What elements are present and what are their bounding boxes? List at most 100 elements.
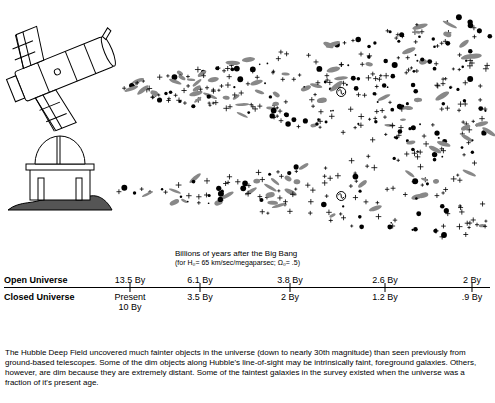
star (325, 194, 329, 198)
galaxy-dot (216, 186, 221, 191)
star (354, 171, 357, 174)
time-value: 1.2 By (372, 292, 398, 302)
star (223, 105, 229, 111)
star (406, 56, 410, 60)
galaxy-dot (358, 215, 362, 219)
star (260, 209, 265, 214)
star (278, 109, 283, 114)
star (440, 41, 444, 45)
galaxy-ellipse (403, 106, 413, 111)
galaxy-ellipse (298, 162, 309, 171)
star (404, 71, 408, 75)
spiral-galaxy (337, 88, 346, 97)
star (335, 173, 341, 179)
galaxy-dot (441, 232, 447, 238)
star (298, 73, 301, 76)
galaxy-ellipse (178, 74, 187, 81)
galaxy-ellipse (207, 76, 219, 83)
star (212, 102, 215, 105)
galaxy-dot (208, 202, 210, 204)
star (122, 86, 126, 90)
ground-observatory (8, 136, 112, 210)
star (365, 164, 369, 168)
time-value: 13.5 By (115, 275, 146, 285)
star (294, 188, 297, 191)
galaxy-dot (413, 89, 418, 94)
galaxy-dot (392, 62, 398, 68)
galaxy-dot (218, 197, 223, 202)
galaxy-ellipse (187, 78, 195, 81)
galaxy-dot (387, 225, 392, 230)
caption: The Hubble Deep Field uncovered much fai… (5, 348, 483, 388)
star (441, 191, 444, 194)
star (252, 106, 258, 112)
galaxy-dot (463, 99, 466, 102)
star (308, 199, 313, 204)
galaxy-dot (284, 113, 288, 117)
star (379, 74, 382, 77)
star (458, 101, 464, 107)
star (186, 84, 190, 88)
galaxy-dot (377, 101, 379, 103)
galaxy-dot (247, 111, 250, 114)
galaxy-ellipse (265, 191, 275, 198)
star (227, 74, 232, 79)
star (220, 84, 224, 88)
star (116, 189, 121, 194)
star (341, 215, 346, 220)
time-value: 2 By (281, 292, 299, 302)
star (284, 100, 288, 104)
star (323, 174, 327, 178)
star (390, 123, 396, 129)
galaxy-dot (351, 76, 356, 81)
galaxy-ellipse (284, 174, 293, 182)
spiral-arm (338, 194, 344, 199)
star (483, 66, 489, 72)
star (140, 187, 144, 191)
star (441, 77, 445, 81)
galaxy-dot (390, 222, 392, 224)
star (211, 89, 216, 94)
star (272, 70, 275, 73)
star (181, 88, 186, 93)
galaxy-dot (287, 171, 291, 175)
star (462, 153, 465, 156)
star (375, 85, 379, 89)
galaxy-dot (399, 32, 404, 37)
star (279, 118, 284, 123)
star (316, 80, 321, 85)
galaxy-dot (233, 86, 235, 88)
galaxy-dot (315, 122, 319, 126)
star (443, 187, 448, 192)
star (176, 182, 182, 188)
star (367, 53, 372, 58)
galaxy-ellipse (309, 82, 322, 89)
star (223, 181, 228, 186)
star (441, 81, 446, 86)
galaxy-dot (412, 178, 418, 184)
galaxy-dot (468, 49, 472, 53)
star (483, 107, 487, 111)
galaxy-dot (242, 181, 248, 187)
galaxy-ellipse (400, 118, 406, 121)
galaxy-dot (419, 123, 421, 125)
time-value: 2 By (463, 275, 481, 285)
galaxy-dot (367, 45, 371, 49)
star (478, 84, 482, 88)
star (472, 35, 476, 39)
star (384, 133, 387, 136)
star (246, 82, 250, 86)
galaxy-dot (268, 173, 271, 176)
galaxy-dot (413, 227, 418, 232)
galaxy-ellipse (232, 93, 240, 100)
galaxy-dot (416, 211, 421, 216)
time-value: 6.1 By (187, 275, 213, 285)
galaxy-ellipse (404, 169, 415, 178)
galaxy-dot (391, 74, 396, 79)
galaxy-ellipse (414, 98, 422, 103)
star (197, 201, 201, 205)
galaxy-dot (387, 86, 389, 88)
timeline-axis (4, 283, 490, 292)
star (308, 211, 312, 215)
star (341, 130, 346, 135)
